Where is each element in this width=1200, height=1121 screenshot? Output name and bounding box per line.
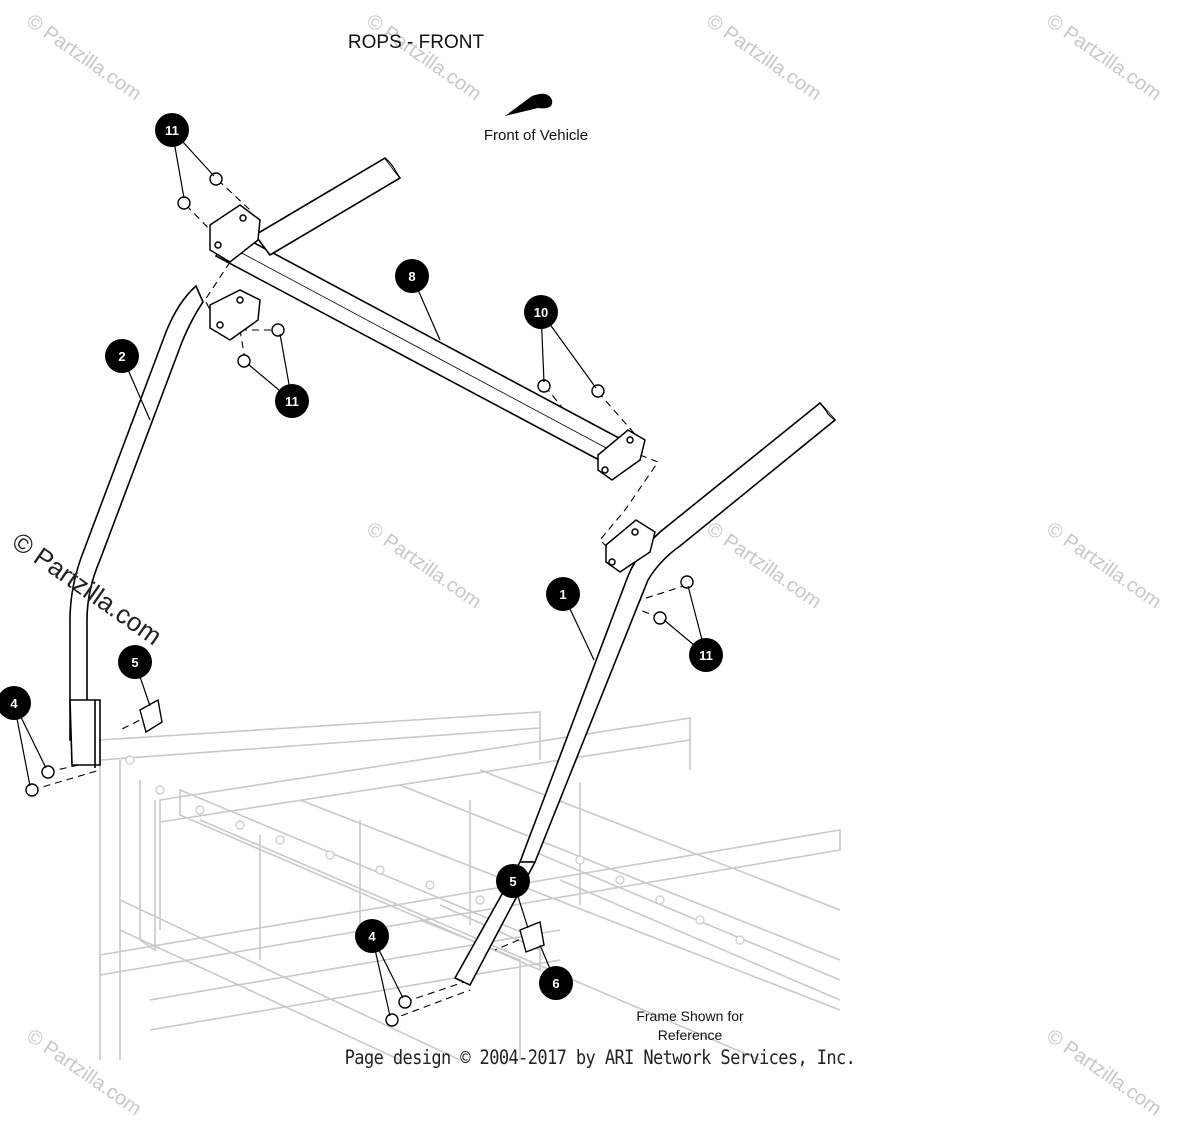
callout-label: 6	[552, 976, 559, 991]
callout-label: 4	[368, 929, 376, 944]
frame-holes	[125, 755, 745, 945]
callout-4-left: 4	[0, 686, 31, 720]
callout-label: 11	[165, 123, 179, 138]
callout-11-right: 11	[689, 638, 723, 672]
reference-note-line: Frame Shown for	[636, 1008, 744, 1024]
callout-label: 8	[408, 269, 415, 284]
callout-markers: 11 8 10 2 11 1 11 5 4 5 4 6	[0, 113, 723, 1000]
front-arrow-icon	[505, 93, 553, 116]
callout-label: 1	[559, 587, 566, 602]
callout-4-right: 4	[355, 919, 389, 953]
reference-note-line: Reference	[657, 1027, 723, 1043]
diagram-stage: © Partzilla.com © Partzilla.com © Partzi…	[0, 10, 1165, 1120]
callout-5-right: 5	[496, 864, 530, 898]
callout-11-left: 11	[275, 384, 309, 418]
left-hoop-tube	[69, 284, 204, 768]
diagram-title: ROPS - FRONT	[347, 32, 485, 53]
callout-5-left: 5	[118, 645, 152, 679]
reference-frame	[99, 711, 841, 1061]
callout-label: 11	[285, 394, 299, 409]
callout-label: 5	[131, 655, 138, 670]
left-upper-tube	[253, 156, 402, 257]
callout-10-top: 11	[155, 113, 189, 147]
page-credit: Page design © 2004-2017 by ARI Network S…	[344, 1046, 856, 1070]
callout-label: 5	[509, 874, 516, 889]
callout-label: 2	[118, 349, 125, 364]
callout-8: 8	[395, 259, 429, 293]
front-of-vehicle-label: Front of Vehicle	[483, 127, 589, 144]
callout-label: 4	[10, 696, 18, 711]
callout-2: 2	[105, 339, 139, 373]
clamps	[209, 204, 656, 573]
reference-note: Frame Shown for Reference	[612, 1007, 768, 1045]
fasteners	[25, 172, 694, 1027]
callout-10-right: 10	[524, 295, 558, 329]
rops-parts-drawing: 11 8 10 2 11 1 11 5 4 5 4 6	[0, 93, 841, 1061]
callout-6: 6	[539, 966, 573, 1000]
callout-label: 11	[699, 648, 713, 663]
callout-1: 1	[546, 577, 580, 611]
callout-label: 10	[534, 305, 548, 320]
